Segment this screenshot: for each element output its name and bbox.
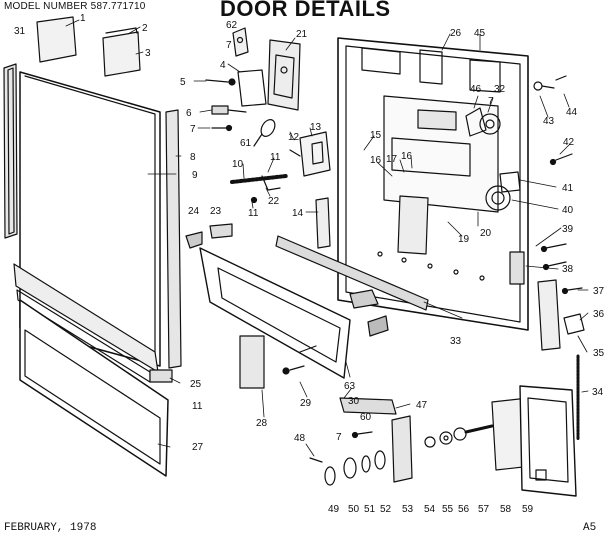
callout-25: 25: [190, 379, 202, 390]
callout-42: 42: [563, 137, 575, 148]
callout-37: 37: [593, 286, 605, 297]
page-number: A5: [583, 522, 597, 534]
callout-7c: 7: [488, 96, 494, 107]
callout-19: 19: [458, 234, 470, 245]
callout-26: 26: [450, 28, 462, 39]
callout-33: 33: [450, 336, 462, 347]
callout-55: 55: [442, 504, 454, 515]
callout-32: 32: [494, 84, 506, 95]
door-panels-group: [3, 16, 182, 477]
callout-5: 5: [180, 77, 186, 88]
callout-36: 36: [593, 309, 605, 320]
callout-58: 58: [500, 504, 512, 515]
door-latch-parts: [309, 385, 577, 497]
callout-23: 23: [210, 206, 222, 217]
callout-21: 21: [296, 29, 308, 40]
callout-13: 13: [310, 122, 322, 133]
callout-7: 7: [190, 124, 196, 135]
callout-39: 39: [562, 224, 574, 235]
model-number: MODEL NUMBER 587.771710: [4, 1, 146, 12]
callout-34: 34: [592, 387, 604, 398]
callout-11b: 11: [248, 208, 259, 219]
callout-50: 50: [348, 504, 360, 515]
callout-2: 2: [142, 23, 148, 34]
callout-49: 49: [328, 504, 340, 515]
callout-7d: 7: [336, 432, 342, 443]
callout-11c: 11: [192, 401, 203, 412]
callout-29: 29: [300, 398, 312, 409]
callout-54: 54: [424, 504, 436, 515]
lower-bar-assembly: [199, 235, 429, 389]
callout-7b: 7: [226, 40, 232, 51]
callout-27: 27: [192, 442, 204, 453]
callout-15: 15: [370, 130, 382, 141]
callout-9: 9: [192, 170, 198, 181]
callout-10: 10: [232, 159, 244, 170]
callout-63: 63: [344, 381, 356, 392]
callout-57: 57: [478, 504, 490, 515]
callout-46: 46: [470, 84, 482, 95]
callout-6: 6: [186, 108, 192, 119]
callout-16b: 16: [401, 151, 413, 162]
callout-24: 24: [188, 206, 200, 217]
callout-31: 31: [14, 26, 26, 37]
callout-53: 53: [402, 504, 414, 515]
hinge-plate-spring: [537, 279, 585, 442]
footer-date: FEBRUARY, 1978: [4, 522, 97, 534]
callout-52: 52: [380, 504, 392, 515]
callout-16: 16: [370, 155, 382, 166]
callout-40: 40: [562, 205, 574, 216]
callout-61: 61: [240, 138, 252, 149]
callout-35: 35: [593, 348, 605, 359]
callout-38: 38: [562, 264, 574, 275]
callout-28: 28: [256, 418, 268, 429]
callout-11: 11: [270, 152, 281, 163]
callout-43: 43: [543, 116, 555, 127]
callout-30: 30: [348, 396, 360, 407]
callout-1: 1: [80, 13, 86, 24]
callout-20: 20: [480, 228, 492, 239]
callout-59: 59: [522, 504, 534, 515]
callout-60: 60: [360, 412, 372, 423]
callout-17: 17: [386, 154, 398, 165]
callout-56: 56: [458, 504, 470, 515]
callout-labels: 1 2 3 4 5 6 7 7 7 7 8 9 10 11 11 11 12 1…: [14, 13, 605, 515]
diagram-title: DOOR DETAILS: [220, 0, 391, 21]
callout-22: 22: [268, 196, 280, 207]
callout-45: 45: [474, 28, 486, 39]
inner-door-frame: [337, 37, 573, 331]
callout-8: 8: [190, 152, 196, 163]
callout-47: 47: [416, 400, 428, 411]
hinge-latch-hardware: [185, 27, 331, 249]
callout-41: 41: [562, 183, 574, 194]
callout-48: 48: [294, 433, 306, 444]
callout-12: 12: [288, 132, 300, 143]
callout-51: 51: [364, 504, 376, 515]
callout-14: 14: [292, 208, 304, 219]
callout-62: 62: [226, 20, 238, 31]
callout-44: 44: [566, 107, 578, 118]
callout-3: 3: [145, 48, 151, 59]
callout-4: 4: [220, 60, 226, 71]
leader-lines: [65, 19, 589, 457]
